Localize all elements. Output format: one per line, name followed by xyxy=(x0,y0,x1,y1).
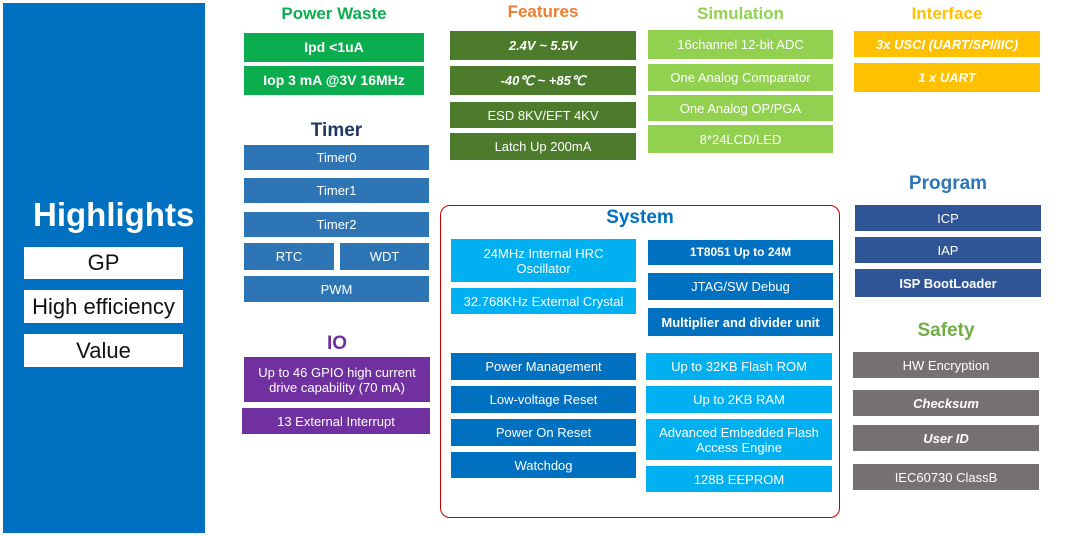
power-waste-iop: Iop 3 mA @3V 16MHz xyxy=(244,66,424,95)
interface-uart: 1 x UART xyxy=(854,63,1040,92)
system-power-on-reset: Power On Reset xyxy=(451,419,636,446)
timer-timer2: Timer2 xyxy=(244,212,429,237)
safety-iec60730: IEC60730 ClassB xyxy=(853,464,1039,490)
system-core-1t8051: 1T8051 Up to 24M xyxy=(648,240,833,265)
highlights-panel: Highlights GP High efficiency Value xyxy=(3,3,205,533)
safety-checksum: Checksum xyxy=(853,390,1039,416)
system-low-voltage-reset: Low-voltage Reset xyxy=(451,386,636,413)
simulation-op-pga: One Analog OP/PGA xyxy=(648,95,833,121)
safety-user-id: User ID xyxy=(853,425,1039,451)
io-gpio: Up to 46 GPIO high current drive capabil… xyxy=(244,357,430,402)
io-external-interrupt: 13 External Interrupt xyxy=(242,408,430,434)
system-flash-rom: Up to 32KB Flash ROM xyxy=(646,353,832,380)
simulation-title: Simulation xyxy=(697,4,784,23)
highlight-item-gp: GP xyxy=(24,247,183,279)
highlight-item-high-efficiency: High efficiency xyxy=(24,290,183,323)
timer-pwm: PWM xyxy=(244,276,429,302)
system-jtag-debug: JTAG/SW Debug xyxy=(648,273,833,300)
highlights-title: Highlights xyxy=(33,196,195,233)
features-title: Features xyxy=(507,2,579,21)
interface-title: Interface xyxy=(911,4,983,23)
program-isp-bootloader: ISP BootLoader xyxy=(855,269,1041,297)
power-waste-title: Power Waste xyxy=(281,4,387,23)
simulation-comparator: One Analog Comparator xyxy=(648,64,833,91)
safety-hw-encryption: HW Encryption xyxy=(853,352,1039,378)
system-eeprom: 128B EEPROM xyxy=(646,466,832,492)
highlight-item-value: Value xyxy=(24,334,183,367)
system-power-management: Power Management xyxy=(451,353,636,380)
features-temperature: -40℃ ~ +85℃ xyxy=(450,66,636,95)
interface-usci: 3x USCI (UART/SPI/IIC) xyxy=(854,31,1040,57)
simulation-lcd-led: 8*24LCD/LED xyxy=(648,125,833,153)
system-external-crystal: 32.768KHz External Crystal xyxy=(451,288,636,314)
features-voltage: 2.4V ~ 5.5V xyxy=(450,31,636,60)
power-waste-ipd: Ipd <1uA xyxy=(244,33,424,62)
system-hrc-oscillator: 24MHz Internal HRC Oscillator xyxy=(451,239,636,282)
timer-timer1: Timer1 xyxy=(244,178,429,203)
simulation-adc: 16channel 12-bit ADC xyxy=(648,30,833,59)
system-title: System xyxy=(606,207,674,228)
timer-timer0: Timer0 xyxy=(244,145,429,170)
system-flash-access-engine: Advanced Embedded Flash Access Engine xyxy=(646,419,832,460)
program-iap: IAP xyxy=(855,237,1041,263)
timer-rtc: RTC xyxy=(244,243,334,270)
system-ram: Up to 2KB RAM xyxy=(646,386,832,413)
program-title: Program xyxy=(908,173,988,194)
system-frame xyxy=(440,205,840,518)
safety-title: Safety xyxy=(917,320,975,341)
io-title: IO xyxy=(326,333,348,354)
timer-wdt: WDT xyxy=(340,243,429,270)
program-icp: ICP xyxy=(855,205,1041,231)
system-watchdog: Watchdog xyxy=(451,452,636,478)
features-esd: ESD 8KV/EFT 4KV xyxy=(450,102,636,128)
system-multiplier-divider: Multiplier and divider unit xyxy=(648,308,833,336)
timer-title: Timer xyxy=(310,120,363,141)
features-latch-up: Latch Up 200mA xyxy=(450,133,636,160)
